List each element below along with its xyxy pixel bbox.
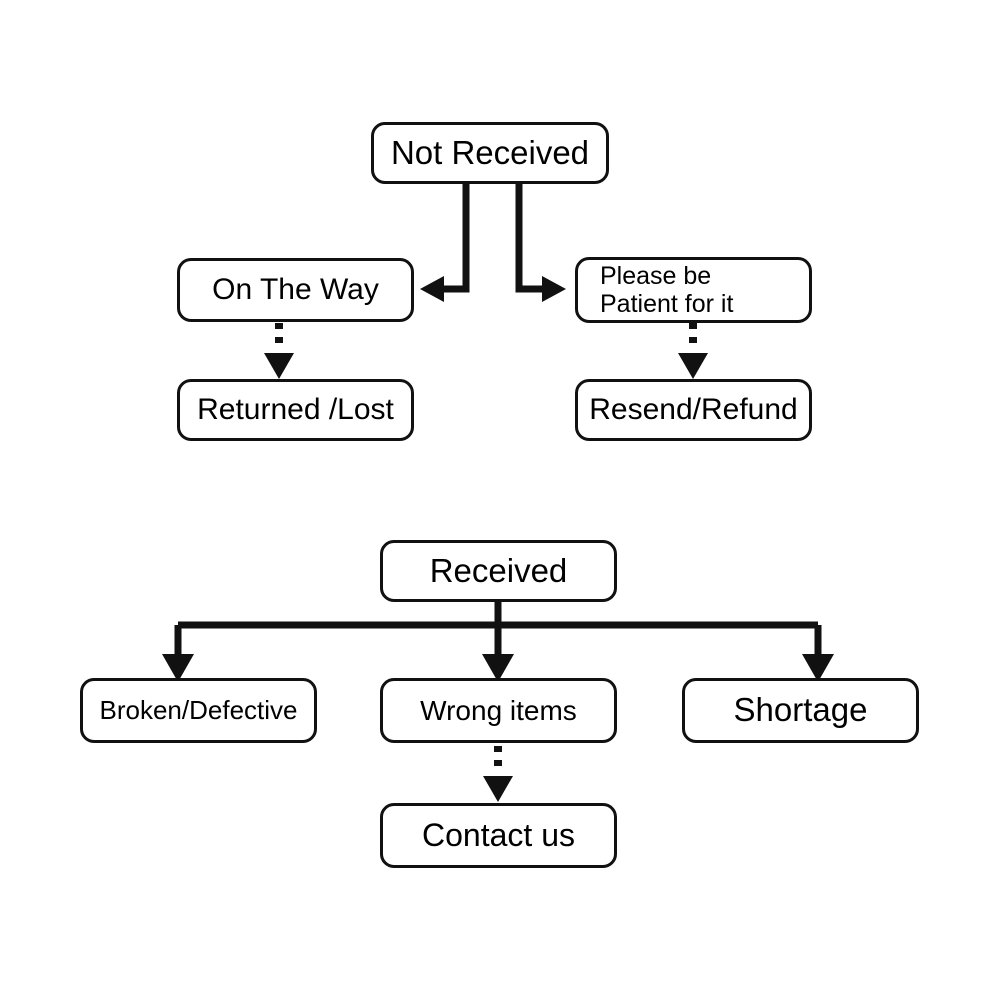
edge-on-the-way-to-returned-lost bbox=[264, 323, 294, 379]
edge-wrong-items-to-contact-us bbox=[483, 746, 513, 802]
node-wrong-items[interactable]: Wrong items bbox=[380, 678, 617, 743]
node-contact-us[interactable]: Contact us bbox=[380, 803, 617, 868]
node-on-the-way[interactable]: On The Way bbox=[177, 258, 414, 322]
node-please-be-patient[interactable]: Please be Patient for it bbox=[575, 257, 812, 323]
edge-not-received-to-on-the-way bbox=[420, 183, 470, 302]
node-broken-defective[interactable]: Broken/Defective bbox=[80, 678, 317, 743]
edge-not-received-to-please-be-patient bbox=[515, 183, 566, 302]
edge-please-be-patient-to-resend-refund bbox=[678, 323, 708, 379]
node-shortage[interactable]: Shortage bbox=[682, 678, 919, 743]
node-not-received[interactable]: Not Received bbox=[371, 122, 609, 184]
node-returned-lost[interactable]: Returned /Lost bbox=[177, 379, 414, 441]
node-received[interactable]: Received bbox=[380, 540, 617, 602]
edge-received-branch-bus bbox=[162, 602, 834, 682]
node-resend-refund[interactable]: Resend/Refund bbox=[575, 379, 812, 441]
